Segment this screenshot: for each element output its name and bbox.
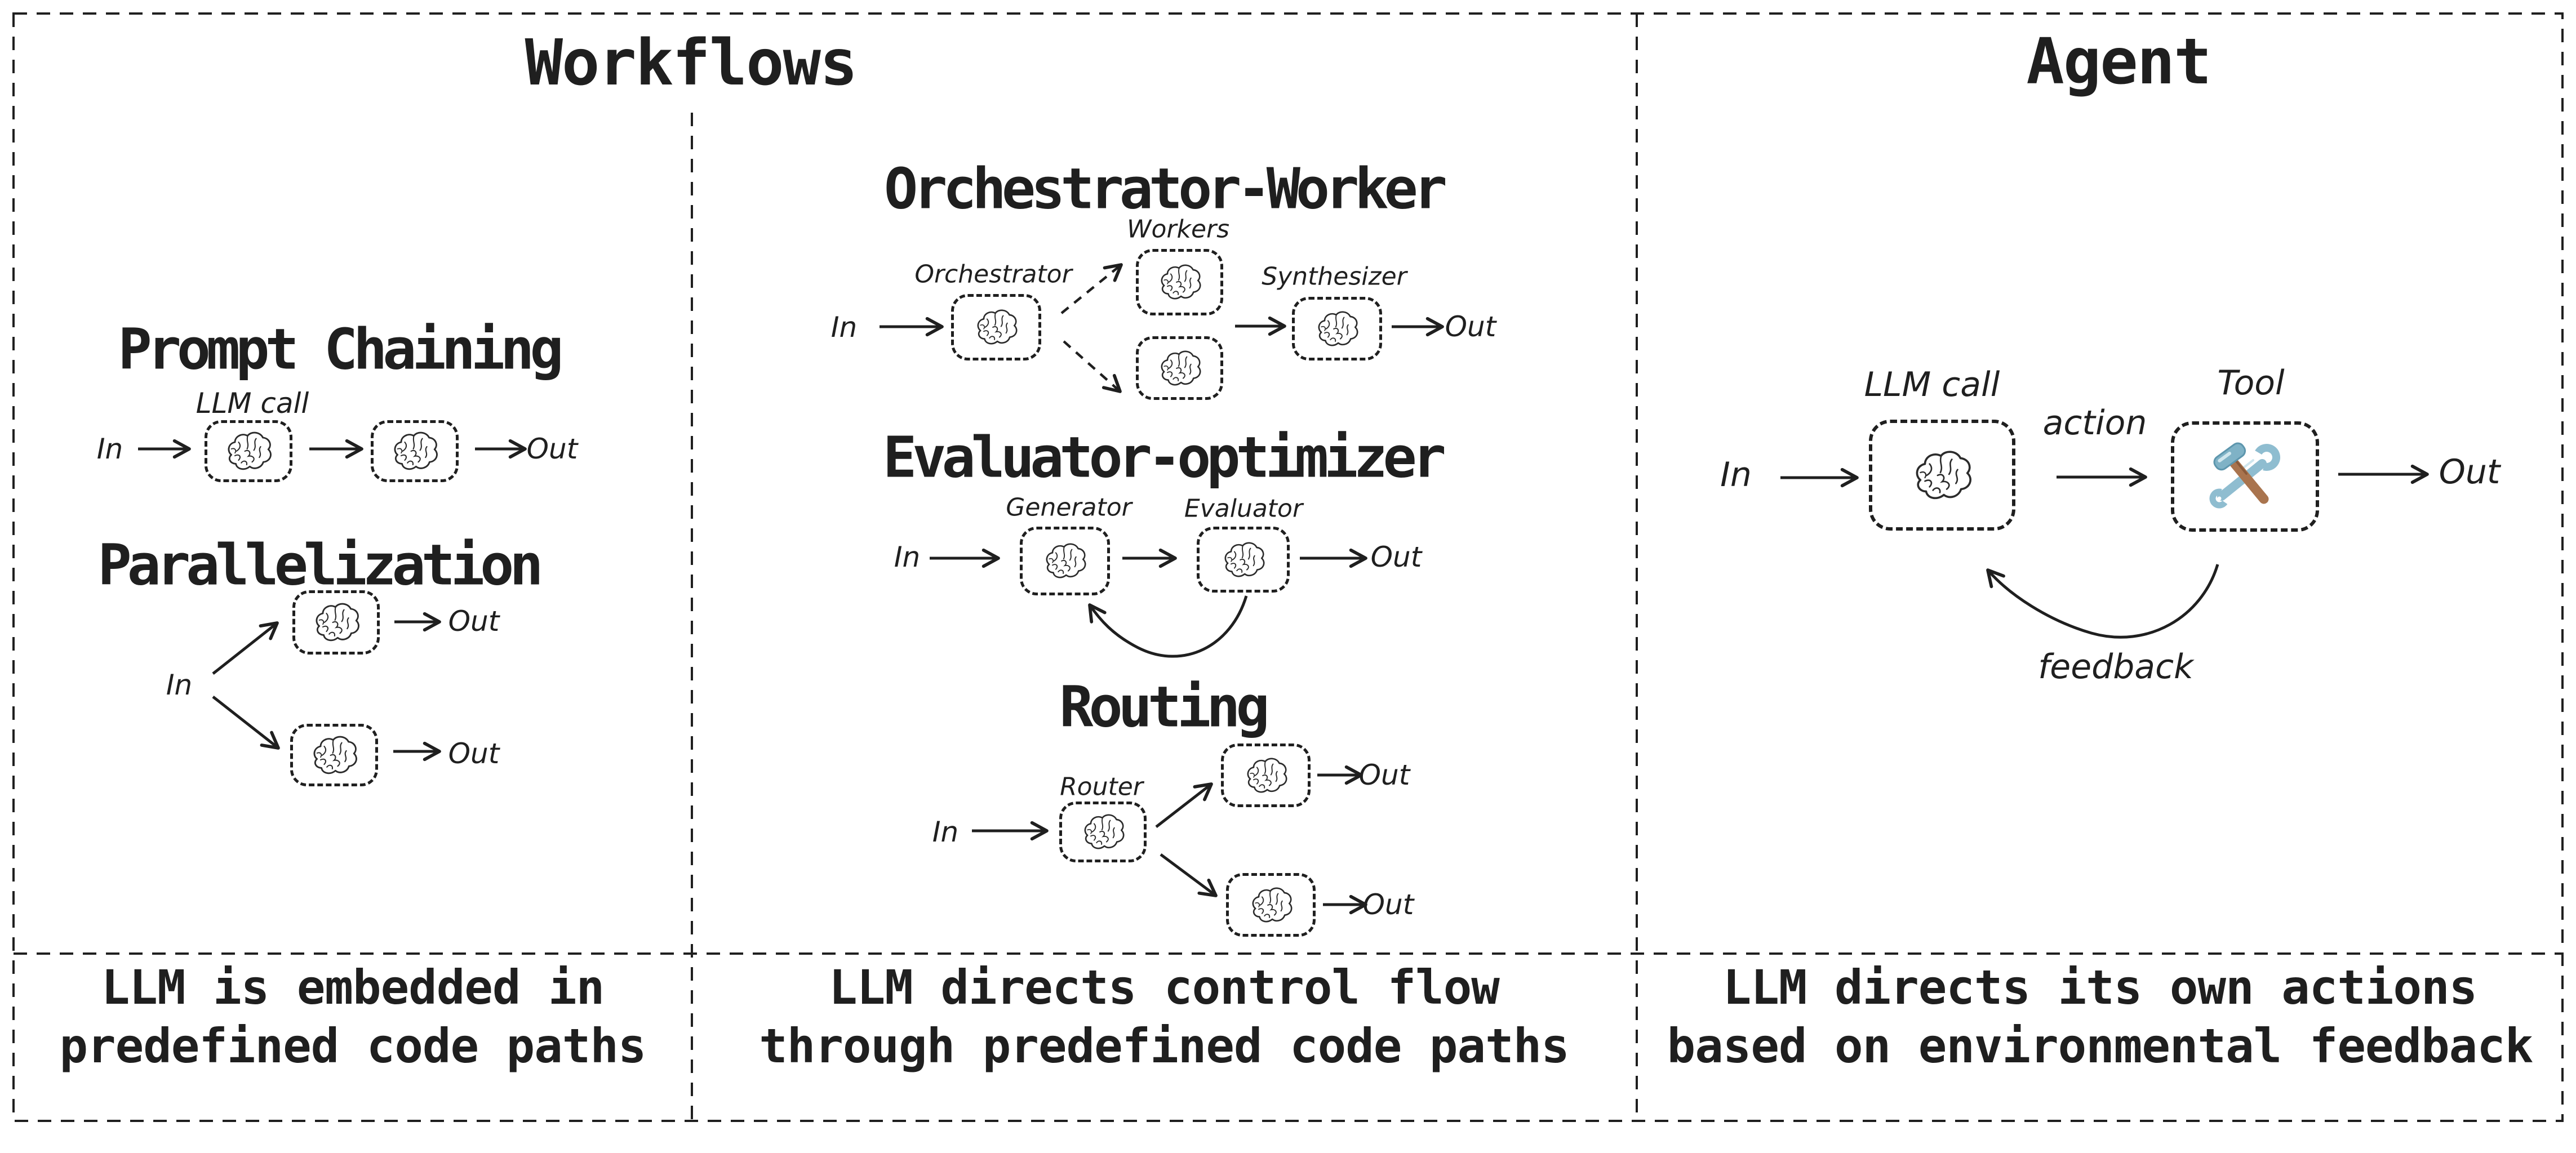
synthesizer-label: Synthesizer (1262, 262, 1407, 291)
brain-icon (971, 306, 1021, 348)
eo-generator-box (1020, 527, 1110, 595)
rt-in-label: In (932, 816, 959, 848)
eo-evaluator-box (1197, 527, 1290, 593)
pc-in-label: In (96, 433, 123, 465)
hammer-wrench-icon (2206, 440, 2285, 513)
agent-llm-box (1869, 420, 2015, 531)
ow-worker-box-bottom (1136, 336, 1223, 400)
eo-out-label: Out (1370, 541, 1422, 573)
evaluator-optimizer-heading: Evaluator-optimizer (883, 424, 1446, 491)
ow-synthesizer-box (1292, 297, 1382, 360)
brain-icon (1908, 447, 1977, 504)
brain-icon (221, 429, 276, 474)
orchestrator-worker-heading: Orchestrator-Worker (884, 155, 1447, 222)
caption-line: LLM is embedded in (101, 959, 605, 1015)
parallelization-heading: Parallelization (97, 532, 543, 598)
brain-icon (1155, 261, 1205, 303)
brain-icon (1040, 540, 1090, 582)
agent-tool-label: Tool (2217, 363, 2285, 403)
generator-label: Generator (1006, 493, 1132, 522)
brain-icon (388, 429, 442, 474)
brain-icon (1078, 811, 1128, 853)
caption-line: through predefined code paths (759, 1018, 1570, 1074)
par-in-label: In (166, 669, 193, 701)
brain-icon (309, 600, 363, 645)
brain-icon (1219, 539, 1268, 581)
agent-in-label: In (1720, 455, 1752, 495)
arrow-par-up (212, 621, 279, 675)
brain-icon (1246, 884, 1296, 926)
routing-heading: Routing (1059, 674, 1269, 740)
caption-workflows-right: LLM directs control flow through predefi… (759, 958, 1570, 1075)
arrow-rt-up (1155, 782, 1213, 828)
workflows-title: Workflows (525, 26, 858, 100)
caption-line: LLM directs its own actions (1722, 959, 2477, 1015)
brain-icon (1312, 308, 1362, 350)
agent-llm-call-label: LLM call (1864, 365, 2000, 404)
rt-llm-box-bottom (1226, 873, 1316, 937)
caption-workflows-left: LLM is embedded in predefined code paths (59, 958, 646, 1075)
brain-icon (1241, 755, 1291, 796)
ow-orchestrator-box (951, 294, 1041, 360)
ow-in-label: In (830, 311, 858, 344)
outer-border (12, 12, 2564, 1122)
arrow-agent-feedback-loop (1986, 564, 2219, 639)
par-out-bottom-label: Out (448, 737, 500, 770)
agent-out-label: Out (2439, 452, 2501, 492)
prompt-chaining-heading: Prompt Chaining (118, 316, 563, 382)
router-label: Router (1060, 772, 1143, 802)
brain-icon (1155, 348, 1205, 389)
caption-line: LLM directs control flow (829, 959, 1500, 1015)
brain-icon (307, 733, 361, 778)
llm-call-label: LLM call (196, 387, 309, 420)
evaluator-label: Evaluator (1184, 494, 1303, 523)
ow-worker-box-top (1136, 249, 1223, 315)
caption-line: based on environmental feedback (1667, 1018, 2534, 1074)
arrow-eo-feedback-loop (1088, 595, 1248, 658)
ow-out-label: Out (1445, 310, 1496, 343)
arrow-ow-dispatch-top (1060, 263, 1123, 314)
caption-line: predefined code paths (59, 1018, 646, 1074)
agent-feedback-label: feedback (2038, 647, 2193, 687)
par-llm-box-top (292, 590, 380, 655)
rt-out-top-label: Out (1358, 759, 1410, 791)
par-llm-box-bottom (290, 724, 378, 786)
agent-action-label: action (2042, 403, 2147, 443)
rt-out-bottom-label: Out (1362, 888, 1414, 921)
arrow-par-down (212, 696, 280, 750)
caption-agent: LLM directs its own actions based on env… (1667, 958, 2534, 1075)
par-out-top-label: Out (448, 605, 500, 638)
workers-label: Workers (1126, 215, 1230, 244)
orchestrator-label: Orchestrator (914, 260, 1072, 289)
eo-in-label: In (894, 541, 921, 573)
rt-router-box (1059, 802, 1147, 862)
agent-tool-box (2171, 421, 2319, 532)
pc-llm-box-2 (371, 420, 459, 482)
arrow-rt-down (1160, 853, 1218, 897)
rt-llm-box-top (1221, 744, 1311, 807)
agent-title: Agent (2026, 25, 2211, 99)
pc-out-label: Out (526, 433, 578, 465)
arrow-ow-dispatch-bottom (1063, 340, 1122, 393)
pc-llm-box-1 (205, 420, 292, 482)
